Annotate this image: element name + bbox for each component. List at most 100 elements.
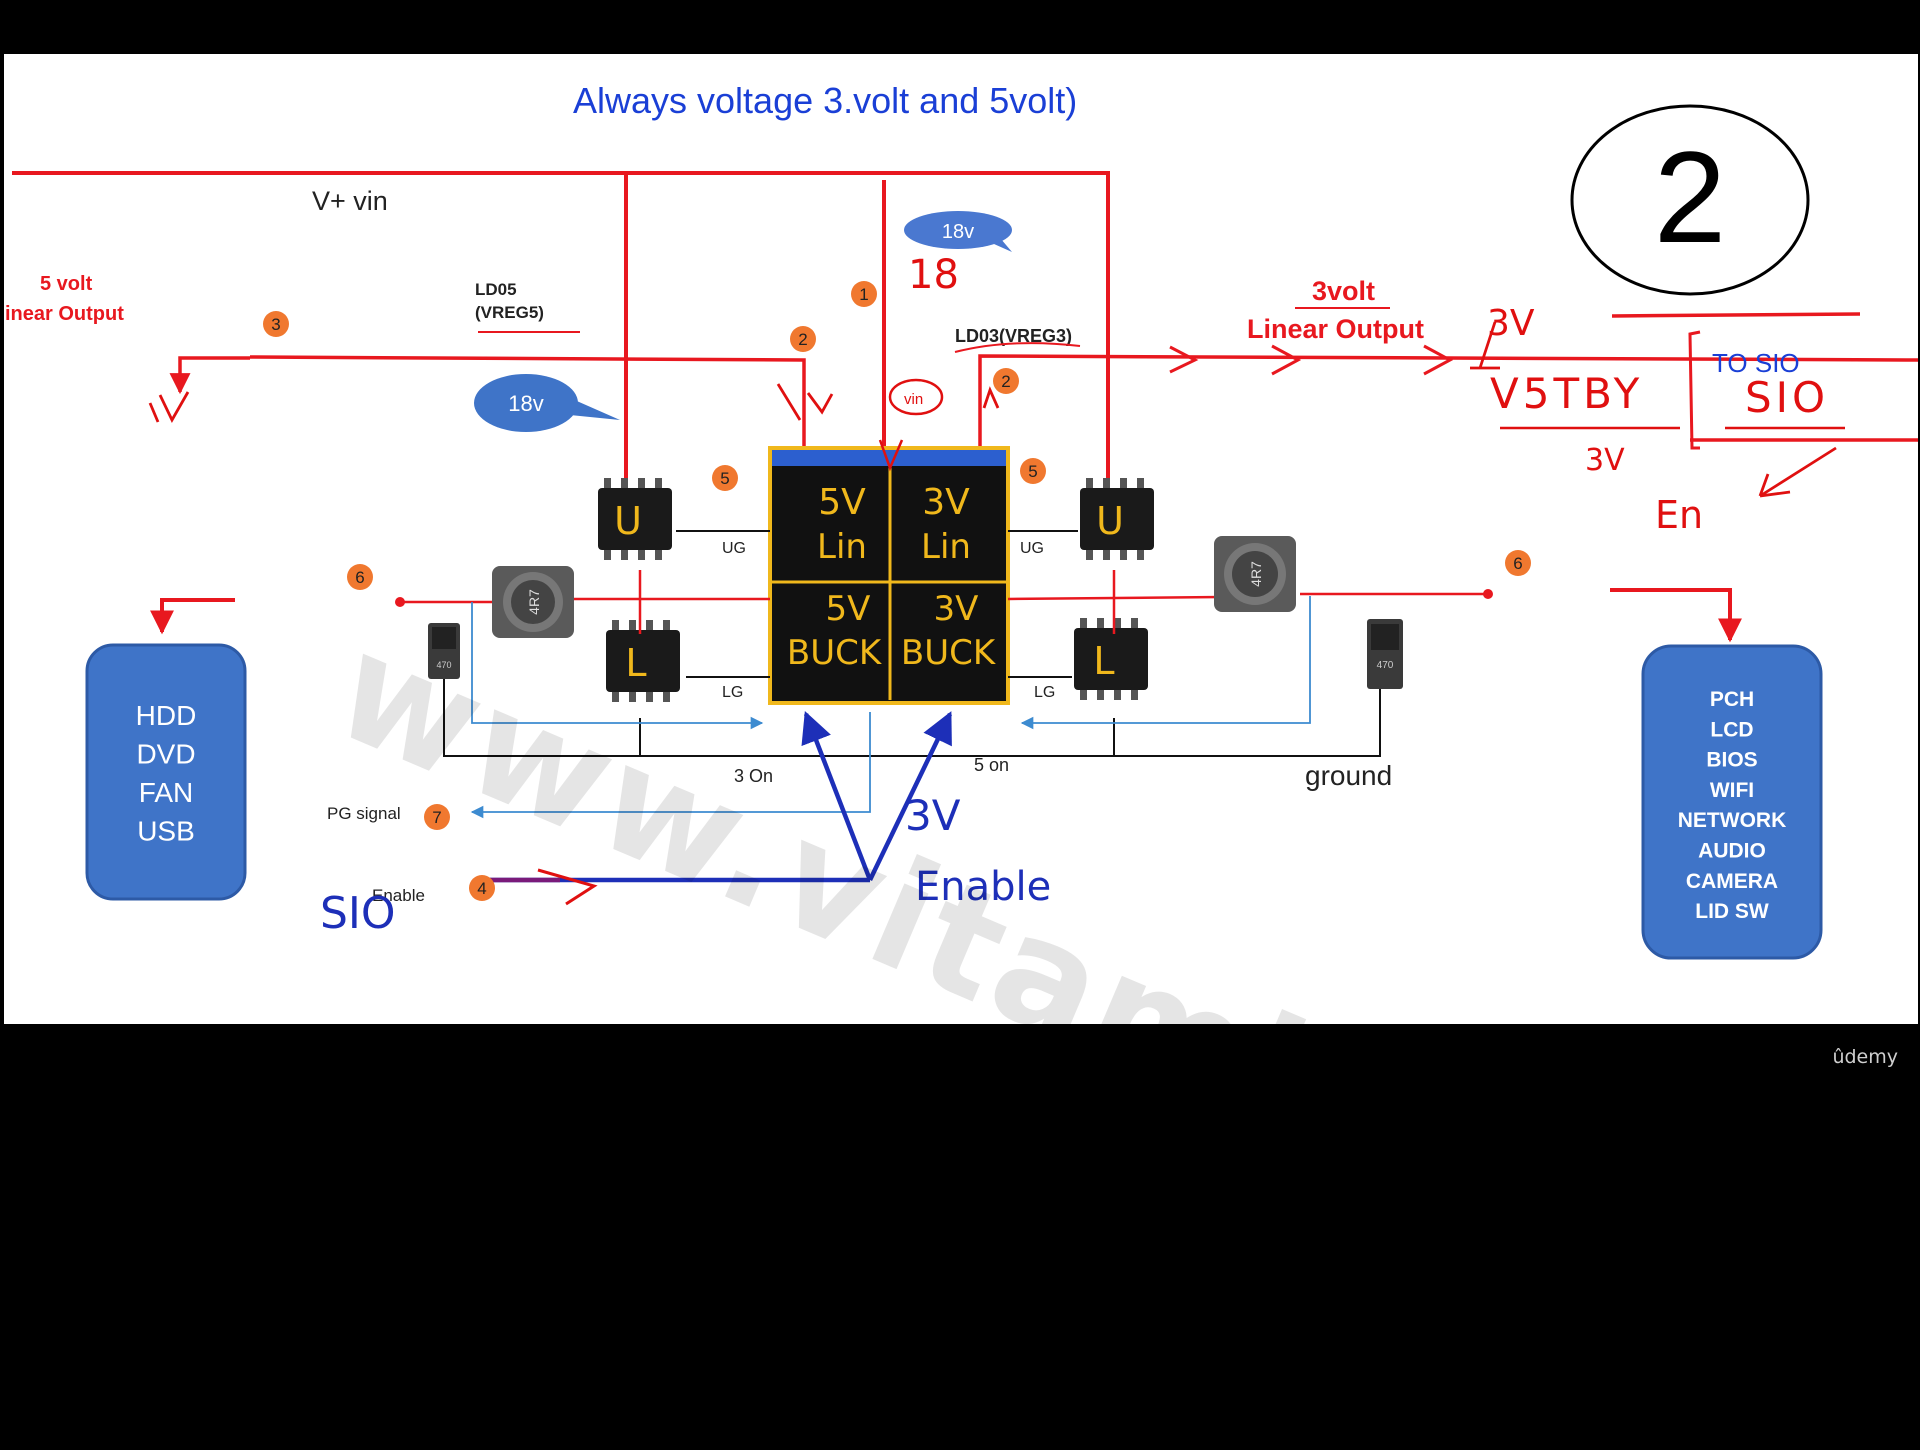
mosfet-group: U L U L xyxy=(598,478,1154,702)
step-markers: 1 2 2 3 4 5 5 6 6 7 xyxy=(263,281,1531,901)
marker-6: 6 xyxy=(1505,550,1531,576)
step-circle xyxy=(1570,104,1810,296)
three-volt-label: 3volt xyxy=(1312,276,1375,306)
enable-arrow-note xyxy=(537,868,598,906)
load-item: PCH xyxy=(1710,688,1754,711)
marker-5: 5 xyxy=(712,465,738,491)
handwritten-notes xyxy=(148,321,1837,498)
mosfet-label: U xyxy=(1096,499,1124,543)
marker-5: 5 xyxy=(1020,458,1046,484)
load-item: BIOS xyxy=(1706,749,1757,772)
power-ic: 5V Lin 3V Lin 5V BUCK 3V BUCK xyxy=(768,446,1010,705)
mosfet-label: L xyxy=(625,641,646,685)
svg-text:18v: 18v xyxy=(508,391,543,416)
load-item: LID SW xyxy=(1695,900,1769,923)
inductor-right: 4R7 xyxy=(1214,536,1296,612)
phase-wires xyxy=(400,570,1488,634)
video-frame: Always voltage 3.volt and 5volt) 2 V+ vi… xyxy=(4,54,1919,1068)
marker-2: 2 xyxy=(993,368,1019,394)
ic-vin-label: vin xyxy=(904,391,923,408)
svg-text:6: 6 xyxy=(355,568,364,587)
five-volt-load-box: HDD DVD FAN USB xyxy=(85,598,247,901)
svg-text:2: 2 xyxy=(798,330,807,349)
ic-3v-lin: 3V xyxy=(922,482,970,523)
mosfet-chip-2: L xyxy=(606,620,680,702)
load-item: FAN xyxy=(139,777,193,808)
node-dot-right xyxy=(1483,589,1493,599)
udemy-logo: ûdemy xyxy=(1832,1046,1898,1068)
load-item: LCD xyxy=(1710,718,1753,741)
marker-2: 2 xyxy=(790,326,816,352)
ground-label: ground xyxy=(1305,760,1392,791)
three-on-label: 3 On xyxy=(734,766,773,786)
svg-text:1: 1 xyxy=(859,285,868,304)
vin-label: V+ vin xyxy=(312,186,388,216)
ic-5v-lin: 5V xyxy=(818,482,866,523)
pg-signal-label: PG signal xyxy=(327,804,401,823)
load-item: WIFI xyxy=(1710,779,1754,802)
svg-text:BUCK: BUCK xyxy=(787,633,883,673)
gate-lines xyxy=(676,530,1078,678)
five-volt-label: 5 volt xyxy=(40,273,93,295)
svg-text:5: 5 xyxy=(720,469,729,488)
five-on-label: 5 on xyxy=(974,755,1009,775)
diagram-title: Always voltage 3.volt and 5volt) xyxy=(573,80,1077,121)
mosfet-chip-1: U xyxy=(598,478,672,560)
mosfet-chip-4: L xyxy=(1074,618,1148,700)
load-item: USB xyxy=(137,816,195,847)
load-item: CAMERA xyxy=(1686,870,1778,893)
ug-right-label: UG xyxy=(1020,540,1044,557)
handwritten-en: En xyxy=(1655,493,1703,537)
enable-label: Enable xyxy=(372,886,425,905)
svg-text:6: 6 xyxy=(1513,554,1522,573)
five-volt-output-wire xyxy=(169,355,806,448)
ic-5v-buck: 5V xyxy=(826,589,871,629)
feedback-wires xyxy=(470,596,1311,819)
svg-text:Lin: Lin xyxy=(817,527,867,567)
capacitor-right: 470 xyxy=(1367,619,1403,689)
handwritten-3v-small: 3V xyxy=(1585,443,1625,478)
marker-4: 4 xyxy=(469,875,495,901)
load-item: NETWORK xyxy=(1678,809,1787,832)
svg-text:BUCK: BUCK xyxy=(901,633,997,673)
svg-text:470: 470 xyxy=(1377,660,1394,671)
vin-wires xyxy=(12,171,1110,482)
load-item: HDD xyxy=(136,700,197,731)
marker-6: 6 xyxy=(347,564,373,590)
handwritten-v5tby: V5TBY xyxy=(1490,369,1643,418)
lg-right-label: LG xyxy=(1034,684,1055,701)
step-number: 2 xyxy=(1654,124,1726,270)
five-volt-sub-label: inear Output xyxy=(5,303,124,325)
handwritten-enable: Enable xyxy=(915,864,1051,910)
node-dot-left xyxy=(395,597,405,607)
lg-left-label: LG xyxy=(722,684,743,701)
ic-vin-note xyxy=(878,378,944,472)
load-item: DVD xyxy=(136,739,195,770)
to-sio-label: TO SIO xyxy=(1712,348,1800,378)
svg-text:2: 2 xyxy=(1001,372,1010,391)
three-volt-sub-label: Linear Output xyxy=(1247,314,1424,344)
three-volt-arrows xyxy=(1169,344,1454,376)
svg-text:3: 3 xyxy=(271,315,280,334)
ld05-label: LD05 xyxy=(475,280,517,299)
power-circuit-diagram: Always voltage 3.volt and 5volt) 2 V+ vi… xyxy=(4,54,1919,1024)
voltage-bubble-left: 18v xyxy=(474,374,620,432)
ic-3v-buck: 3V xyxy=(934,589,979,629)
ld05-sub-label: (VREG5) xyxy=(475,303,544,322)
ld03-underline xyxy=(954,342,1081,353)
handwritten-18: 18 xyxy=(908,252,959,298)
marker-7: 7 xyxy=(424,804,450,830)
capacitor-left: 470 xyxy=(428,623,460,679)
svg-text:470: 470 xyxy=(436,660,451,670)
mosfet-label: U xyxy=(614,499,642,543)
to-sio-bracket xyxy=(1688,330,1701,450)
handwritten-sio-left: SIO xyxy=(320,888,396,939)
mosfet-label: L xyxy=(1093,639,1114,683)
ld03-label: LD03(VREG3) xyxy=(955,326,1072,346)
handwritten-sio: SIO xyxy=(1745,373,1829,422)
three-volt-output-wire xyxy=(978,312,1919,448)
svg-text:4: 4 xyxy=(477,879,486,898)
handwritten-3v: 3V xyxy=(1487,303,1535,344)
svg-text:4R7: 4R7 xyxy=(1248,561,1264,587)
